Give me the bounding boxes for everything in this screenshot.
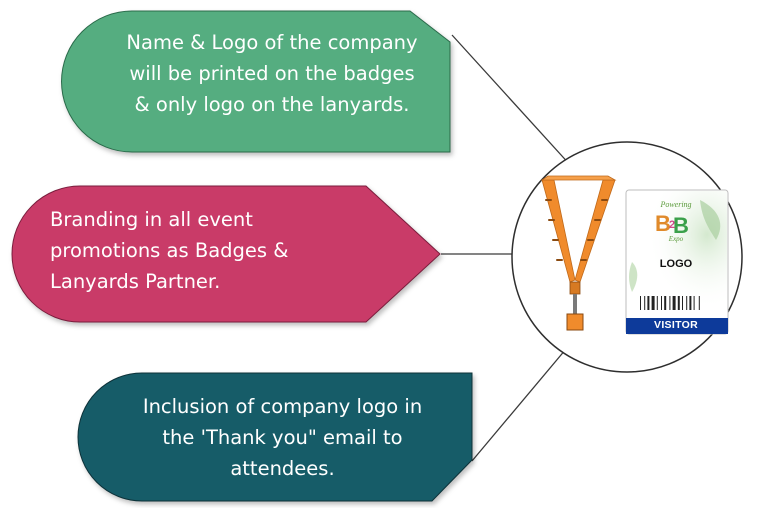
callout-bottom-line-2: the 'Thank you" email to <box>162 426 403 449</box>
badge-logo-placeholder: LOGO <box>659 258 693 270</box>
callout-top-line-3: & only logo on the lanyards. <box>134 93 410 116</box>
callout-middle-line-3: Lanyards Partner. <box>50 270 221 293</box>
connector-line-top <box>451 34 573 168</box>
svg-text:B: B <box>655 211 671 236</box>
callout-top-line-1: Name & Logo of the company <box>126 31 418 54</box>
callout-shape-top <box>61 10 451 153</box>
svg-text:B: B <box>673 213 689 238</box>
callout-text-top: Name & Logo of the company will be print… <box>92 27 452 120</box>
badge-role-label: VISITOR <box>654 319 698 331</box>
callout-shape-middle <box>11 185 441 323</box>
connector-line-bottom <box>471 348 567 462</box>
callout-middle-line-1: Branding in all event <box>50 208 253 231</box>
callout-bottom-line-3: attendees. <box>230 457 335 480</box>
svg-text:2: 2 <box>669 219 675 231</box>
barcode-icon <box>640 296 700 310</box>
event-logo-icon: Powering B B 2 Expo <box>655 200 692 243</box>
callout-bottom-line-1: Inclusion of company logo in <box>142 395 423 418</box>
svg-text:Expo: Expo <box>668 235 684 243</box>
svg-text:Powering: Powering <box>659 200 691 209</box>
callout-text-bottom: Inclusion of company logo in the 'Thank … <box>110 391 455 484</box>
callout-shape-bottom <box>77 372 473 502</box>
visitor-badge-icon <box>625 189 729 335</box>
callout-text-middle: Branding in all event promotions as Badg… <box>50 204 360 297</box>
lanyard-icon <box>540 175 617 331</box>
callout-top-line-2: will be printed on the badges <box>129 62 415 85</box>
callout-middle-line-2: promotions as Badges & <box>50 239 289 262</box>
